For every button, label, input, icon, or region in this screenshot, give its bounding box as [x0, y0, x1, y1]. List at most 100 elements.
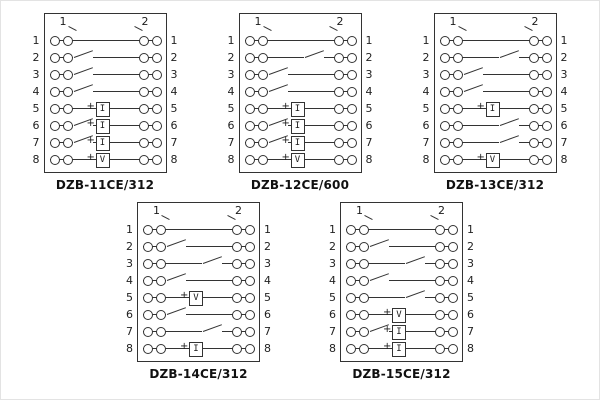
row-number: 3 — [422, 68, 430, 81]
row-number: 7 — [126, 325, 133, 338]
terminal-circle — [528, 70, 539, 80]
terminal-circle — [346, 155, 357, 165]
terminal-circle — [333, 87, 344, 97]
contact-gap — [202, 328, 222, 334]
terminal-row — [343, 221, 460, 238]
row-number: 1 — [126, 223, 133, 236]
terminal-circle — [333, 121, 344, 131]
coil-voltage-icon: V — [392, 308, 406, 323]
row-number: 8 — [560, 153, 568, 166]
terminal-circle — [49, 121, 60, 131]
terminal-row: +V — [47, 151, 164, 168]
terminal-circle — [452, 138, 463, 148]
terminal-circle — [435, 259, 445, 269]
row-number: 1 — [170, 34, 178, 47]
terminal-circle — [435, 242, 445, 252]
coil-current-icon: I — [290, 136, 305, 151]
terminal-circle — [359, 293, 369, 303]
terminal-circle — [138, 53, 149, 63]
row-number: 8 — [170, 153, 178, 166]
terminal-circle — [138, 121, 149, 131]
terminal-row: +I — [343, 340, 460, 357]
row-number: 5 — [126, 291, 133, 304]
terminal-circle — [359, 242, 369, 252]
terminal-circle — [541, 36, 552, 46]
column-header-2: 2 — [531, 15, 539, 28]
terminal-circle — [49, 87, 60, 97]
polarity-plus: + — [86, 118, 95, 129]
terminal-circle — [452, 121, 463, 131]
row-number: 3 — [126, 257, 133, 270]
terminal-circle — [435, 327, 445, 337]
terminal-circle — [244, 104, 255, 114]
row-number: 4 — [170, 85, 178, 98]
contact-gap — [72, 122, 93, 128]
terminal-circle — [232, 310, 242, 320]
contact-gap — [405, 294, 425, 300]
row-number: 2 — [422, 51, 430, 64]
row-number: 2 — [170, 51, 178, 64]
terminal-circle — [346, 138, 357, 148]
terminal-circle — [346, 104, 357, 114]
wire-line — [143, 314, 254, 315]
terminal-circle — [346, 70, 357, 80]
terminal-circle — [156, 276, 166, 286]
contact-gap — [462, 88, 483, 94]
row-number: 8 — [227, 153, 235, 166]
terminal-circle — [528, 104, 539, 114]
terminal-circle — [232, 327, 242, 337]
terminal-circle — [439, 87, 450, 97]
wire-line — [244, 74, 356, 75]
row-number: 7 — [227, 136, 235, 149]
terminal-circle — [143, 344, 153, 354]
wire-line — [346, 229, 457, 230]
contact-gap — [166, 243, 186, 249]
row-number: 4 — [422, 85, 430, 98]
terminal-circle — [62, 70, 73, 80]
coil-voltage-icon: V — [290, 153, 305, 168]
row-number: 5 — [467, 291, 474, 304]
terminal-circle — [528, 155, 539, 165]
contact-gap — [498, 54, 519, 60]
wire-line — [244, 91, 356, 92]
contact-gap — [369, 277, 389, 283]
terminal-circle — [244, 155, 255, 165]
terminal-circle — [138, 104, 149, 114]
coil-current-icon: I — [392, 325, 406, 340]
contact-gap — [405, 260, 425, 266]
contact-gap — [166, 277, 186, 283]
terminal-circle — [49, 53, 60, 63]
row-number: 2 — [32, 51, 40, 64]
terminal-circle — [448, 344, 458, 354]
terminal-circle — [151, 138, 162, 148]
row-number: 1 — [365, 34, 373, 47]
row-number: 7 — [264, 325, 271, 338]
row-number: 8 — [264, 342, 271, 355]
row-number: 7 — [32, 136, 40, 149]
coil-current-icon: I — [290, 102, 305, 117]
terminal-circle — [541, 121, 552, 131]
row-number: 1 — [32, 34, 40, 47]
terminal-circle — [156, 310, 166, 320]
wire-line — [346, 297, 457, 298]
terminal-circle — [62, 155, 73, 165]
contact-gap — [72, 54, 93, 60]
polarity-plus: + — [180, 290, 189, 301]
terminal-circle — [346, 276, 356, 286]
row-number: 8 — [422, 153, 430, 166]
terminal-circle — [541, 104, 552, 114]
terminal-circle — [528, 36, 539, 46]
row-number: 4 — [264, 274, 271, 287]
terminal-circle — [143, 276, 153, 286]
terminal-circle — [143, 310, 153, 320]
terminal-circle — [448, 259, 458, 269]
terminal-circle — [257, 36, 268, 46]
terminal-circle — [435, 310, 445, 320]
